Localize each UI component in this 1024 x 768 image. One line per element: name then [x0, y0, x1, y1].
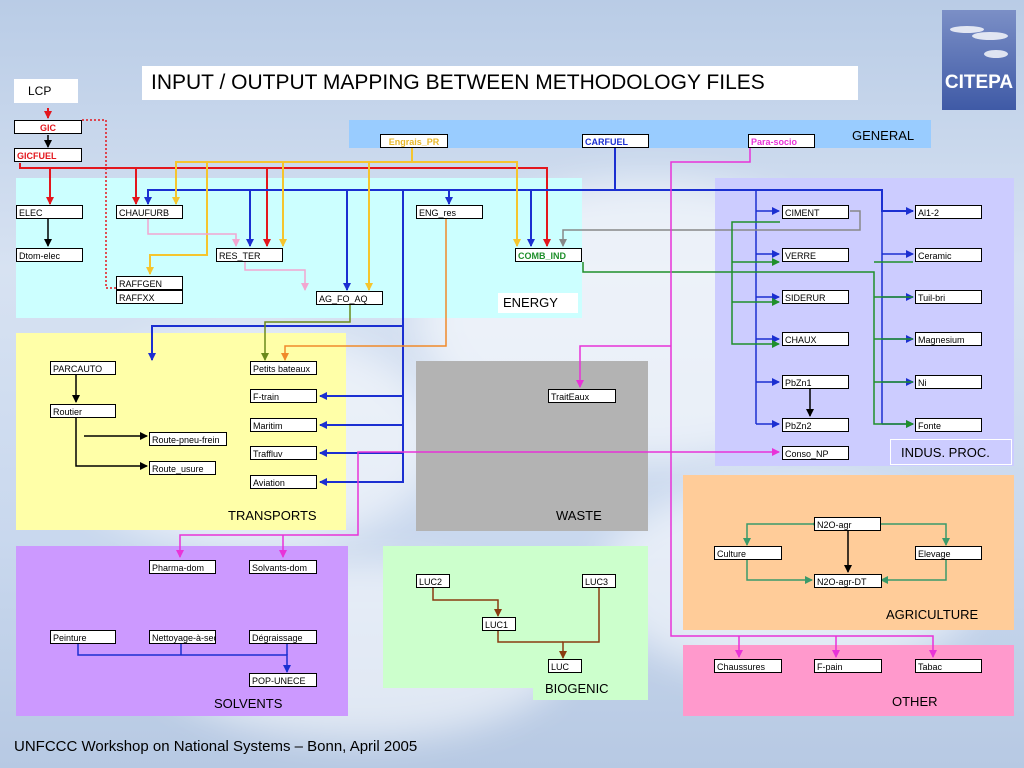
node-traiteaux[interactable]: TraitEaux [548, 389, 616, 403]
node-nettoyage-a-sec[interactable]: Nettoyage-à-sec [149, 630, 216, 644]
node-al1-2[interactable]: Al1-2 [915, 205, 982, 219]
node-luc1[interactable]: LUC1 [482, 617, 516, 631]
footer-caption: UNFCCC Workshop on National Systems – Bo… [14, 738, 418, 755]
node-para-socio[interactable]: Para-socio [748, 134, 815, 148]
node-peinture[interactable]: Peinture [50, 630, 116, 644]
transports-label: TRANSPORTS [228, 508, 317, 523]
general-label: GENERAL [852, 128, 915, 143]
node-eng-res[interactable]: ENG_res [416, 205, 483, 219]
solvents-label: SOLVENTS [214, 696, 283, 711]
agriculture-label: AGRICULTURE [886, 607, 979, 622]
node-n2o-agr-dt[interactable]: N2O-agr-DT [814, 574, 882, 588]
node-luc3[interactable]: LUC3 [582, 574, 616, 588]
waste-label: WASTE [556, 508, 602, 523]
node-chaufurb[interactable]: CHAUFURB [116, 205, 183, 219]
node-siderur[interactable]: SIDERUR [782, 290, 849, 304]
node-pop-unece[interactable]: POP-UNECE [249, 673, 317, 687]
node-ag-fo-aq[interactable]: AG_FO_AQ [316, 291, 383, 305]
other-label: OTHER [892, 694, 938, 709]
node-ciment[interactable]: CIMENT [782, 205, 849, 219]
node-elevage[interactable]: Elevage [915, 546, 982, 560]
cloud-icon [972, 32, 1008, 40]
node-carfuel[interactable]: CARFUEL [582, 134, 649, 148]
cloud-icon [984, 50, 1008, 58]
node-aviation[interactable]: Aviation [250, 475, 317, 489]
region-other [683, 645, 1014, 716]
node-f-train[interactable]: F-train [250, 389, 317, 403]
cloud-icon [950, 26, 984, 33]
node-pbzn2[interactable]: PbZn2 [782, 418, 849, 432]
node-raffgen[interactable]: RAFFGEN [116, 276, 183, 290]
node-elec[interactable]: ELEC [16, 205, 83, 219]
node-pbzn1[interactable]: PbZn1 [782, 375, 849, 389]
node-verre[interactable]: VERRE [782, 248, 849, 262]
node-route-usure[interactable]: Route_usure [149, 461, 216, 475]
node-n2o-agr[interactable]: N2O-agr [814, 517, 881, 531]
node-tuil-bri[interactable]: Tuil-bri [915, 290, 982, 304]
node-f-pain[interactable]: F-pain [814, 659, 882, 673]
node-engrais-pr[interactable]: Engrais_PR [380, 134, 448, 148]
node-fonte[interactable]: Fonte [915, 418, 982, 432]
node-conso-np[interactable]: Conso_NP [782, 446, 849, 460]
node-gic[interactable]: GIC [14, 120, 82, 134]
node-routier[interactable]: Routier [50, 404, 116, 418]
node-pharma-dom[interactable]: Pharma-dom [149, 560, 216, 574]
indus-label: INDUS. PROC. [890, 439, 1012, 465]
node-res-ter[interactable]: RES_TER [216, 248, 283, 262]
region-biogenic-tab [533, 676, 648, 700]
page-title: INPUT / OUTPUT MAPPING BETWEEN METHODOLO… [142, 66, 858, 100]
node-luc2[interactable]: LUC2 [416, 574, 450, 588]
node-dtom-elec[interactable]: Dtom-elec [16, 248, 83, 262]
node-chaux[interactable]: CHAUX [782, 332, 849, 346]
biogenic-label: BIOGENIC [545, 681, 609, 696]
node-gicfuel[interactable]: GICFUEL [14, 148, 82, 162]
node-petits-bateaux[interactable]: Petits bateaux [250, 361, 317, 375]
logo-text: CITEPA [944, 72, 1014, 93]
node-culture[interactable]: Culture [714, 546, 782, 560]
node-magnesium[interactable]: Magnesium [915, 332, 982, 346]
node-ceramic[interactable]: Ceramic [915, 248, 982, 262]
citepa-logo: CITEPA [942, 10, 1016, 110]
node-chaussures[interactable]: Chaussures [714, 659, 782, 673]
node-ni[interactable]: Ni [915, 375, 982, 389]
node-comb-ind[interactable]: COMB_IND [515, 248, 582, 262]
region-waste [416, 361, 648, 531]
node-raffxx[interactable]: RAFFXX [116, 290, 183, 304]
node-parcauto[interactable]: PARCAUTO [50, 361, 116, 375]
node-degraissage[interactable]: Dégraissage [249, 630, 317, 644]
node-solvants-dom[interactable]: Solvants-dom [249, 560, 317, 574]
energy-label: ENERGY [498, 293, 578, 313]
node-maritim[interactable]: Maritim [250, 418, 317, 432]
node-tabac[interactable]: Tabac [915, 659, 982, 673]
node-luc[interactable]: LUC [548, 659, 582, 673]
lcp-label: LCP [14, 79, 78, 103]
node-traffluv[interactable]: Traffluv [250, 446, 317, 460]
node-route-pneu-frein[interactable]: Route-pneu-frein [149, 432, 227, 446]
